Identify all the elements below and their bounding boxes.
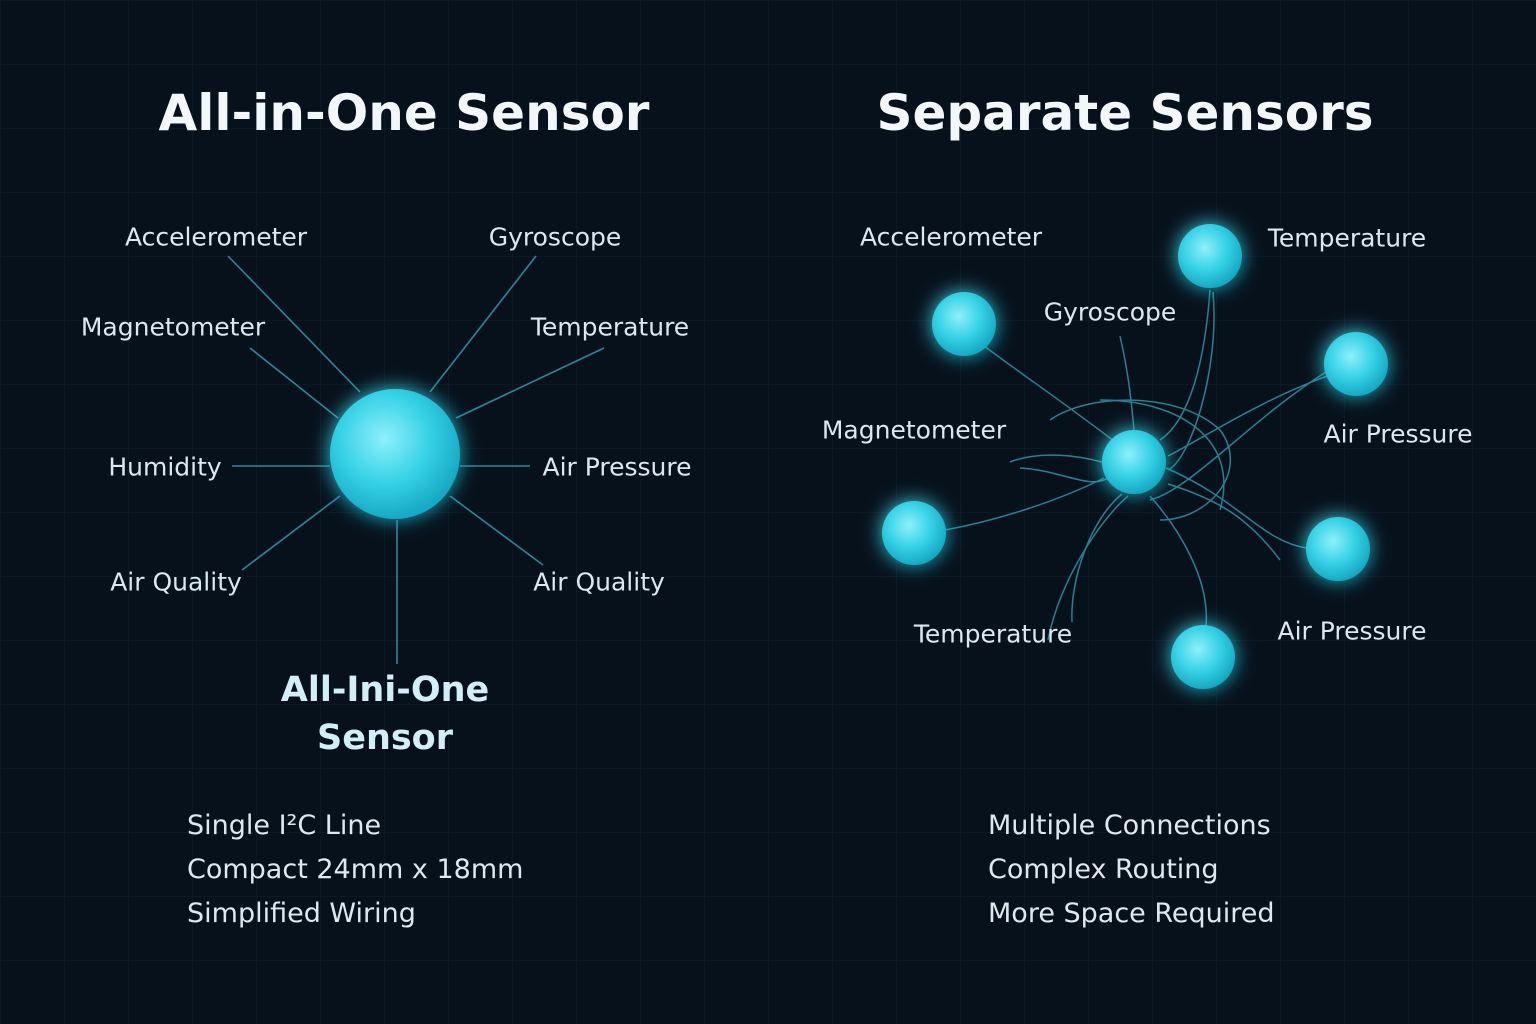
node-temperature-top	[1178, 224, 1242, 288]
node-magnetometer	[882, 501, 946, 565]
label-magnetometer-right: Magnetometer	[821, 415, 1007, 445]
label-temperature-top: Temperature	[1267, 223, 1427, 253]
node-temperature-bottom	[1171, 625, 1235, 689]
all-in-one-caption: All-Ini-One Sensor	[281, 666, 489, 762]
separate-sensor-nodes	[882, 224, 1388, 689]
wire-air-pressure-top-2	[1149, 371, 1327, 501]
wire-temperature-bottom-2	[1047, 495, 1129, 641]
label-temperature: Temperature	[530, 312, 690, 342]
caption-line-2: Sensor	[316, 718, 454, 758]
label-gyroscope-right: Gyroscope	[1043, 297, 1177, 327]
wire-magnetometer	[1009, 454, 1103, 463]
wire-air-pressure-top	[1167, 374, 1331, 457]
benefit-item: Simplified Wiring	[187, 898, 416, 929]
label-gyroscope: Gyroscope	[488, 222, 622, 252]
label-air-pressure-bottom: Air Pressure	[1277, 616, 1427, 646]
all-in-one-sensor-node	[330, 389, 460, 519]
drawback-item: More Space Required	[988, 898, 1275, 929]
wire-loop-2	[1099, 399, 1225, 511]
label-accelerometer: Accelerometer	[124, 222, 308, 252]
benefit-item: Single I²C Line	[187, 810, 382, 841]
wire-magnetometer-2	[1019, 467, 1109, 483]
all-in-one-title: All-in-One Sensor	[158, 84, 650, 142]
label-air-pressure-top: Air Pressure	[1323, 419, 1473, 449]
spoke-gyroscope	[429, 255, 537, 393]
separate-sensors-drawbacks: Multiple Connections Complex Routing Mor…	[988, 804, 1275, 936]
label-temperature-bottom: Temperature	[913, 619, 1073, 649]
drawback-item: Complex Routing	[988, 854, 1219, 885]
separate-sensor-wires	[944, 289, 1331, 641]
label-air-quality-right: Air Quality	[533, 567, 665, 597]
label-accelerometer-right: Accelerometer	[859, 222, 1043, 252]
wire-air-pressure-bottom	[1167, 483, 1281, 561]
spoke-accelerometer	[227, 255, 361, 393]
wire-right-node	[1165, 467, 1307, 549]
all-in-one-benefits: Single I²C Line Compact 24mm x 18mm Simp…	[187, 804, 523, 936]
label-magnetometer: Magnetometer	[80, 312, 266, 342]
wire-temperature-top	[1159, 289, 1211, 441]
spoke-temperature	[455, 347, 605, 419]
label-humidity: Humidity	[108, 452, 222, 482]
spoke-air-quality-right	[449, 495, 544, 566]
wire-loop	[1049, 399, 1232, 521]
spoke-air-quality-left	[241, 495, 341, 571]
wire-gyroscope	[1119, 335, 1135, 431]
label-air-pressure: Air Pressure	[542, 452, 692, 482]
wire-left-node	[944, 477, 1105, 531]
spoke-magnetometer	[249, 347, 339, 419]
wire-accelerometer	[983, 345, 1119, 445]
node-accelerometer	[932, 292, 996, 356]
all-in-one-spokes	[227, 255, 605, 664]
caption-line-1: All-Ini-One	[280, 670, 490, 710]
wire-temperature-top-2	[1167, 291, 1215, 471]
node-air-pressure-bottom	[1306, 517, 1370, 581]
node-hub	[1102, 430, 1166, 494]
benefit-item: Compact 24mm x 18mm	[187, 854, 524, 885]
drawback-item: Multiple Connections	[988, 810, 1271, 841]
label-air-quality-left: Air Quality	[110, 567, 242, 597]
node-air-pressure-top	[1324, 332, 1388, 396]
separate-sensors-title: Separate Sensors	[876, 84, 1374, 142]
wire-bottom-node	[1149, 495, 1208, 627]
